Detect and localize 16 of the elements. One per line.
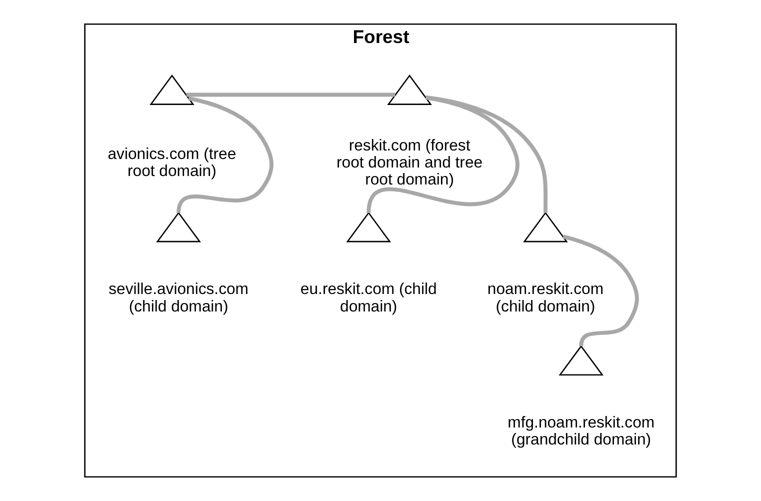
node-triangle	[150, 74, 194, 105]
connector	[186, 92, 396, 97]
node-label: mfg.noam.reskit.com (grandchild domain)	[508, 414, 655, 449]
connector	[176, 96, 274, 214]
node-triangle	[156, 212, 201, 242]
node-label: reskit.com (forest root domain and tree root domain)	[336, 137, 483, 189]
node-triangle	[346, 212, 392, 242]
connector	[562, 234, 639, 346]
node-label: avionics.com (tree root domain)	[108, 146, 236, 180]
node-triangle	[558, 345, 604, 376]
node-triangle	[387, 74, 432, 105]
node-label: seville.avionics.com (child domain)	[108, 281, 248, 316]
node-label: noam.reskit.com (child domain)	[487, 281, 604, 316]
node-label: eu.reskit.com (child domain)	[300, 281, 437, 316]
node-triangle	[523, 212, 568, 242]
connector	[426, 95, 548, 213]
